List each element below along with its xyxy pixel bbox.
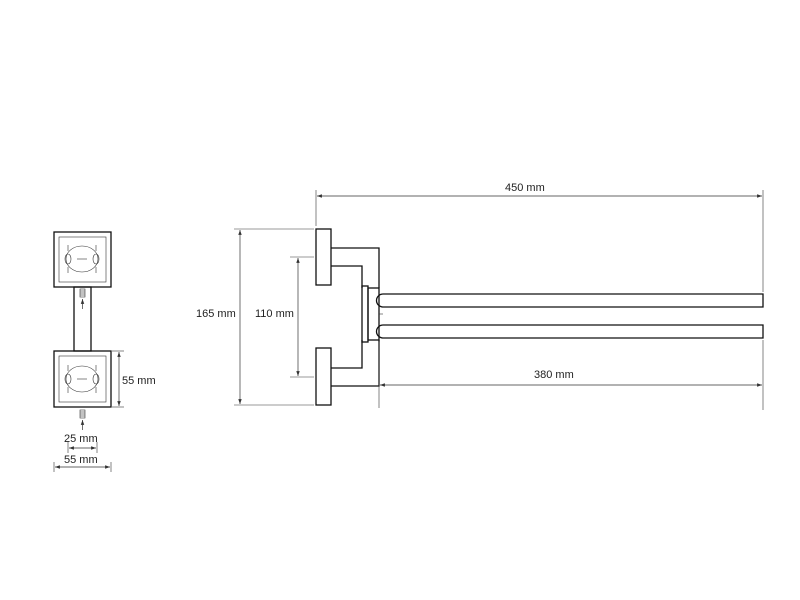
total-length-label: 450 mm <box>505 182 545 194</box>
lower-wall-flange <box>315 347 332 406</box>
upper-bracket-arm <box>331 247 380 288</box>
upper-towel-bar <box>375 293 764 308</box>
upper-wall-flange <box>315 228 332 286</box>
connecting-column <box>73 286 92 352</box>
lower-towel-bar <box>375 324 764 339</box>
screw-spacing-label: 25 mm <box>64 433 98 445</box>
top-mounting-plate <box>53 231 112 288</box>
plate-width-label: 55 mm <box>64 454 98 466</box>
side-view: 450 mm 380 mm 165 mm 110 mm <box>196 182 764 410</box>
front-view: 55 mm 25 mm 55 mm <box>53 231 156 472</box>
plate-height-label: 55 mm <box>122 375 156 387</box>
bracket-spacing-label: 110 mm <box>255 308 294 320</box>
bottom-mounting-plate <box>53 350 112 408</box>
arm-length-label: 380 mm <box>534 369 574 381</box>
lower-bracket-arm <box>331 340 380 387</box>
hinge-block <box>367 287 380 341</box>
total-height-label: 165 mm <box>196 308 236 320</box>
